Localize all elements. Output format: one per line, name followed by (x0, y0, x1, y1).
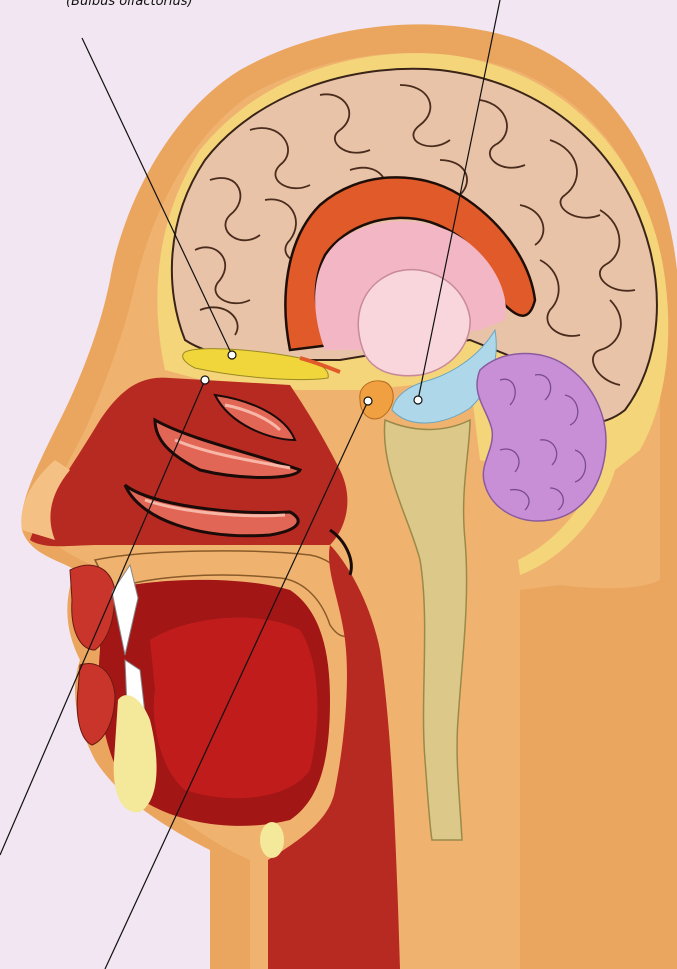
tongue (150, 618, 317, 799)
hyoid-bone (260, 822, 284, 858)
olfactory-bulb-label: (Bulbus olfactorius) (66, 0, 193, 9)
